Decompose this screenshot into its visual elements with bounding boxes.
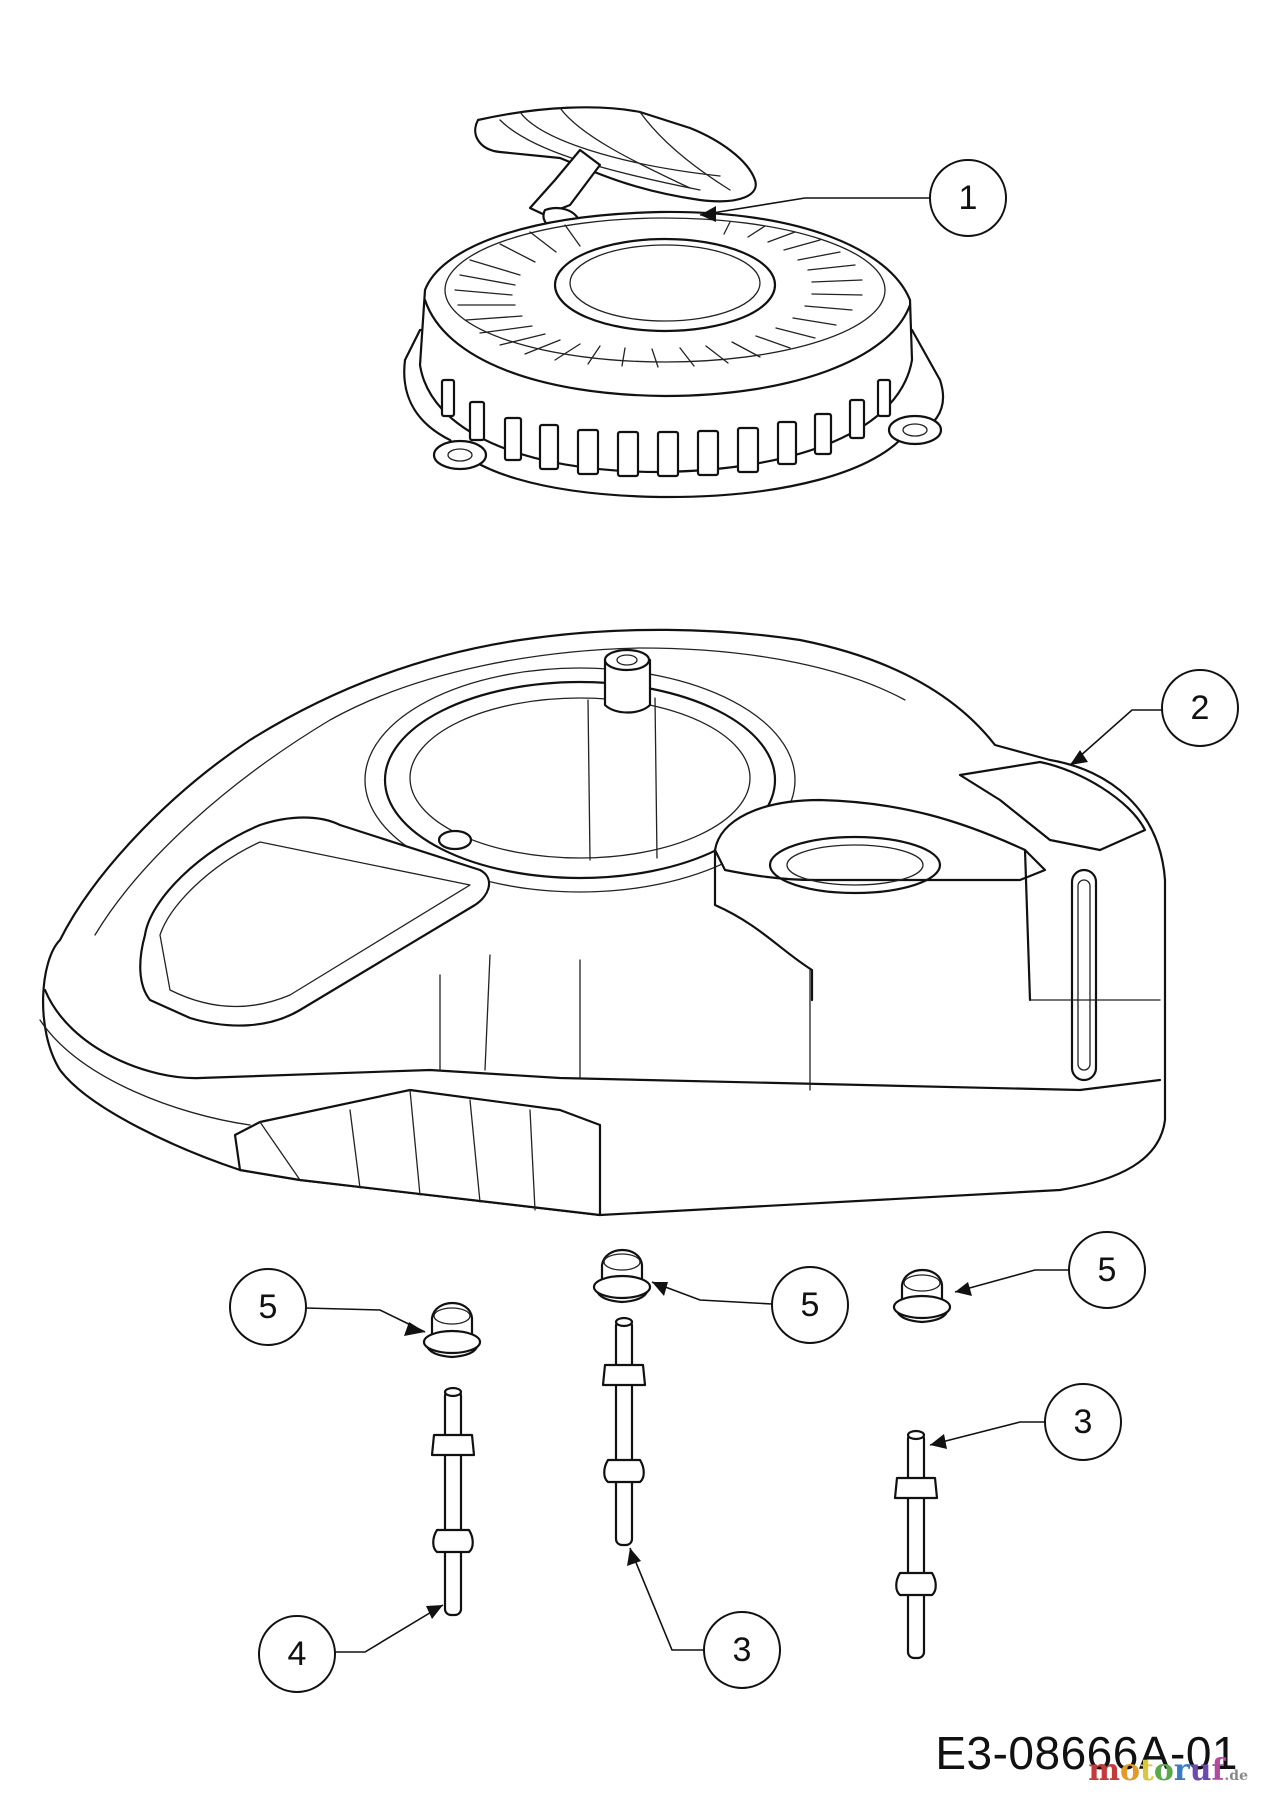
leader-lines <box>304 197 1162 1653</box>
watermark-logo: motoruf.de <box>1088 1753 1248 1788</box>
callout-4: 4 <box>258 1615 336 1693</box>
watermark-letter-5: r <box>1173 1753 1190 1788</box>
watermark-suffix: .de <box>1224 1768 1248 1784</box>
callout-5-right: 5 <box>1068 1231 1146 1309</box>
callout-2: 2 <box>1161 669 1239 747</box>
callout-2-label: 2 <box>1191 689 1210 727</box>
flange-nut-left <box>422 1302 482 1359</box>
callout-3-right-label: 3 <box>1074 1403 1093 1441</box>
recoil-starter <box>403 106 945 499</box>
watermark-letter-2: o <box>1120 1753 1141 1788</box>
callout-5-center-label: 5 <box>801 1286 820 1324</box>
flange-nut-right <box>892 1269 952 1324</box>
stud-left <box>430 1386 476 1617</box>
drawing-number: E3-08666A-01 <box>935 1727 1238 1779</box>
callout-3-center: 3 <box>703 1611 781 1689</box>
callout-5-right-label: 5 <box>1098 1251 1117 1289</box>
callout-5-center: 5 <box>771 1266 849 1344</box>
callout-5-left-label: 5 <box>259 1288 278 1326</box>
starter-top-vents <box>454 221 863 368</box>
watermark-letter-3: t <box>1140 1753 1154 1788</box>
callout-4-label: 4 <box>288 1635 307 1673</box>
watermark-letter-1: m <box>1088 1753 1120 1788</box>
starter-side-vents <box>440 378 892 478</box>
callout-3-center-label: 3 <box>733 1631 752 1669</box>
watermark-letter-4: o <box>1153 1753 1174 1788</box>
watermark-letter-6: u <box>1189 1753 1212 1788</box>
watermark-letter-7: f <box>1211 1753 1225 1788</box>
stud-right <box>893 1429 939 1660</box>
stud-center <box>601 1316 647 1547</box>
callout-5-left: 5 <box>229 1268 307 1346</box>
blower-housing <box>39 628 1167 1217</box>
callout-1: 1 <box>929 159 1007 237</box>
callout-3-right: 3 <box>1044 1383 1122 1461</box>
flange-nut-center <box>592 1249 652 1304</box>
callout-1-label: 1 <box>959 179 978 217</box>
